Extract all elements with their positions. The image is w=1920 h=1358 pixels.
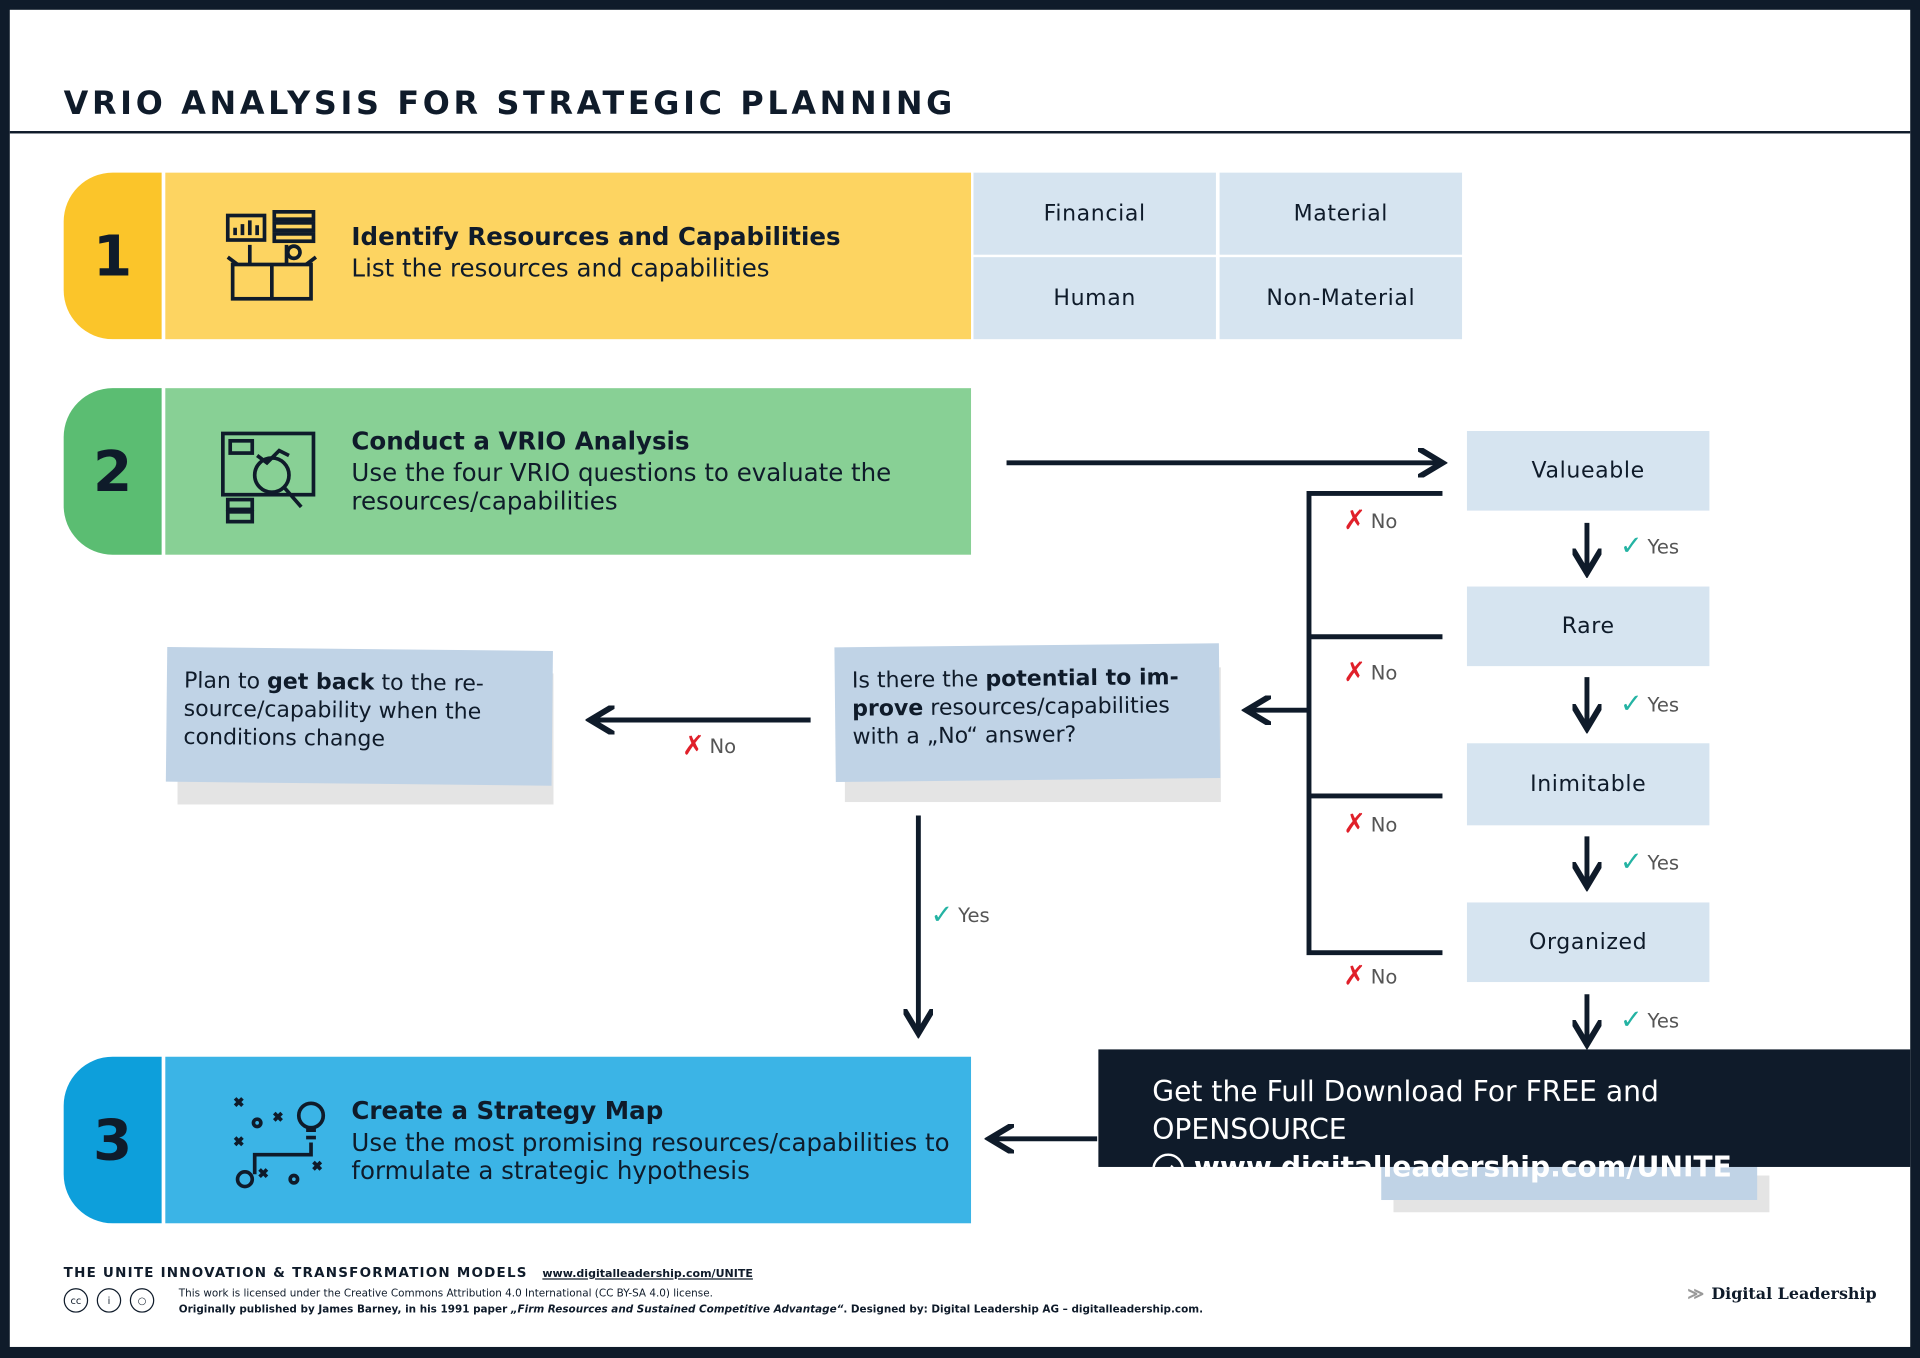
yes-label: ✓Yes [1620, 1005, 1680, 1036]
yes-label: ✓Yes [1620, 531, 1680, 563]
vrio-inimitable: Inimitable [1466, 743, 1710, 826]
cross-icon: ✗ [682, 731, 705, 762]
attribution-icon: i [96, 1288, 122, 1313]
analysis-magnifier-icon [221, 431, 316, 524]
step-3-band [165, 1056, 972, 1224]
no-label: ✗No [682, 731, 737, 762]
step-3-number: 3 [63, 1056, 162, 1224]
footer-license: This work is licensed under the Creative… [178, 1288, 1204, 1317]
download-banner[interactable]: Get the Full Download For FREE and OPENS… [1098, 1049, 1911, 1185]
chevron-logo-icon: ≫ [1687, 1285, 1705, 1305]
cross-icon: ✗ [1343, 961, 1366, 992]
yes-label: ✓Yes [1620, 847, 1680, 878]
share-alike-icon: ○ [129, 1288, 155, 1313]
step-2-description: Use the four VRIO questions to evaluate … [351, 457, 892, 516]
cc-icon: cc [63, 1288, 89, 1313]
no-label: ✗No [1343, 809, 1398, 841]
page-title: VRIO ANALYSIS FOR STRATEGIC PLANNING [63, 85, 956, 123]
vrio-organized: Organized [1466, 902, 1710, 983]
resource-non-material: Non-Material [1219, 257, 1463, 340]
cross-icon: ✗ [1343, 505, 1366, 537]
no-label: ✗No [1343, 961, 1398, 992]
plan-get-back-note: Plan to get back to the re-source/capabi… [165, 646, 553, 786]
vrio-rare: Rare [1466, 586, 1710, 667]
step-2-number: 2 [63, 388, 162, 555]
footer-link[interactable]: www.digitalleadership.com/UNITE [542, 1268, 753, 1281]
step-1-description: List the resources and capabilities [351, 253, 770, 283]
footer-series: THE UNITE INNOVATION & TRANSFORMATION MO… [63, 1264, 753, 1281]
step-3-description: Use the most promising resources/capabil… [351, 1127, 950, 1186]
step-2-title: Conduct a VRIO Analysis [351, 426, 690, 456]
step-1-number: 1 [63, 172, 162, 340]
check-icon: ✓ [1620, 1005, 1643, 1036]
banner-headline: Get the Full Download For FREE and OPENS… [1152, 1076, 1659, 1147]
resource-material: Material [1219, 172, 1463, 255]
resources-box-icon [225, 210, 318, 301]
brand-logo: ≫Digital Leadership [1687, 1285, 1877, 1305]
check-icon: ✓ [1620, 847, 1643, 878]
step-1-title: Identify Resources and Capabilities [351, 221, 841, 252]
step-3-title: Create a Strategy Map [351, 1095, 664, 1126]
potential-question-note: Is there the potential to im-prove resou… [834, 643, 1221, 783]
vrio-valuable: Valueable [1466, 431, 1710, 511]
check-icon: ✓ [1620, 689, 1643, 721]
title-divider [9, 131, 1911, 134]
step-2-band [165, 388, 972, 555]
strategy-map-icon [233, 1097, 326, 1189]
no-label: ✗No [1343, 505, 1398, 537]
yes-label: ✓Yes [1620, 689, 1680, 721]
cross-icon: ✗ [1343, 657, 1366, 689]
no-label: ✗No [1343, 657, 1398, 689]
check-icon: ✓ [1620, 531, 1643, 563]
arrow-circle-icon: → [1152, 1152, 1185, 1185]
yes-label: ✓Yes [930, 900, 990, 931]
hidden-note [1381, 1163, 1758, 1201]
resource-financial: Financial [973, 172, 1216, 255]
check-icon: ✓ [930, 900, 954, 931]
resource-human: Human [973, 257, 1216, 340]
banner-link[interactable]: →www.digitalleadership.com/UNITE [1152, 1150, 1856, 1188]
cross-icon: ✗ [1343, 809, 1366, 841]
